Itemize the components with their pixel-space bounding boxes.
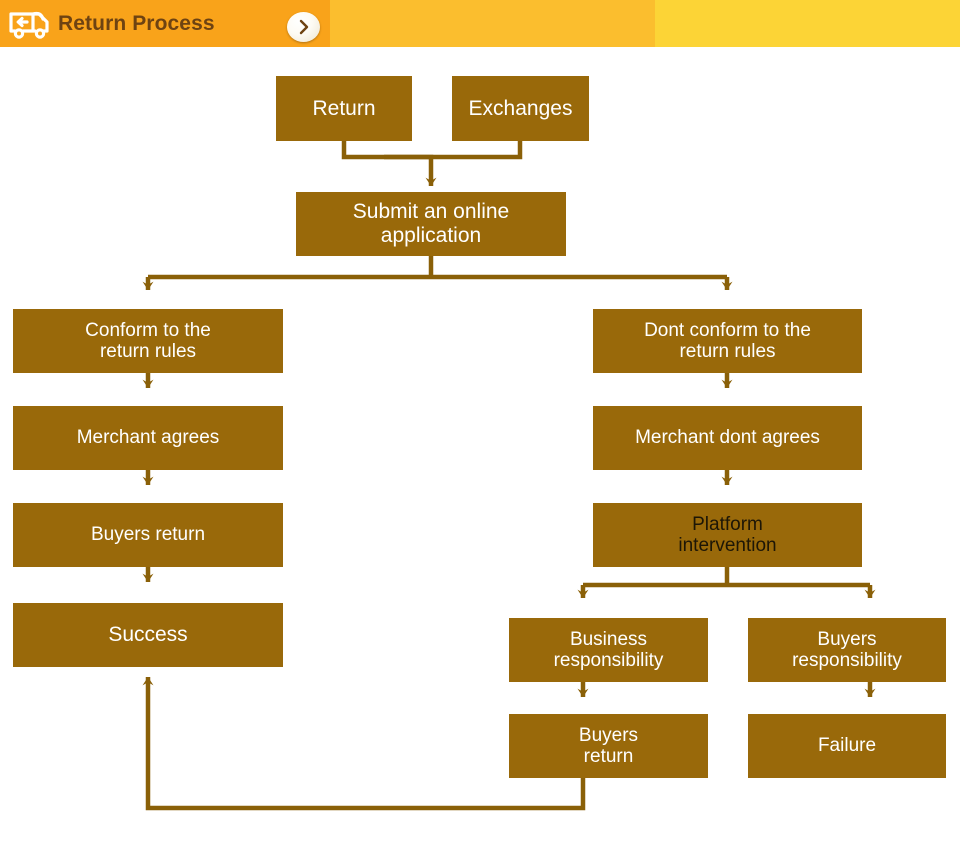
chevron-right-icon bbox=[299, 19, 309, 35]
node-failure[interactable]: Failure bbox=[748, 714, 946, 778]
node-buyers-responsibility[interactable]: Buyers responsibility bbox=[748, 618, 946, 682]
node-return[interactable]: Return bbox=[276, 76, 412, 141]
node-exchanges[interactable]: Exchanges bbox=[452, 76, 589, 141]
edge-merge-to-submit bbox=[384, 154, 437, 187]
node-submit-online-application[interactable]: Submit an online application bbox=[296, 192, 566, 256]
node-business-responsibility[interactable]: Business responsibility bbox=[509, 618, 708, 682]
node-buyers-return-bottom[interactable]: Buyers return bbox=[509, 714, 708, 778]
return-truck-icon bbox=[7, 5, 55, 43]
node-dont-conform-to-return-rules[interactable]: Dont conform to the return rules bbox=[593, 309, 862, 373]
node-merchant-dont-agrees[interactable]: Merchant dont agrees bbox=[593, 406, 862, 470]
node-platform-intervention[interactable]: Platform intervention bbox=[593, 503, 862, 567]
header-band-middle bbox=[330, 0, 655, 47]
node-buyers-return-left[interactable]: Buyers return bbox=[13, 503, 283, 567]
app-header: Return Process bbox=[0, 0, 960, 47]
page-title: Return Process bbox=[58, 12, 215, 35]
flowchart-canvas: Return Exchanges Submit an online applic… bbox=[0, 47, 960, 844]
node-merchant-agrees[interactable]: Merchant agrees bbox=[13, 406, 283, 470]
edge-return-exchanges-merge bbox=[341, 141, 523, 160]
header-band-right bbox=[655, 0, 960, 47]
node-conform-to-return-rules[interactable]: Conform to the return rules bbox=[13, 309, 283, 373]
node-success[interactable]: Success bbox=[13, 603, 283, 667]
next-button[interactable] bbox=[287, 12, 320, 42]
header-band-left bbox=[0, 0, 330, 47]
